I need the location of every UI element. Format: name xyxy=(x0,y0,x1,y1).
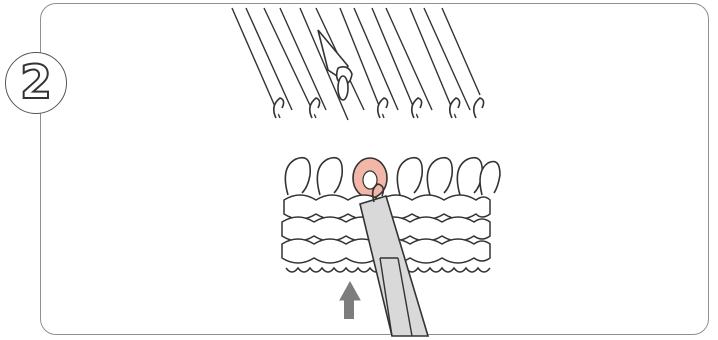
needle-strands xyxy=(232,8,480,120)
step-badge: 2 xyxy=(5,52,67,114)
step-number: 2 xyxy=(20,59,52,105)
top-loops xyxy=(285,158,500,195)
highlighted-stitch xyxy=(353,158,387,198)
needle-hooks xyxy=(274,98,484,118)
up-arrow-icon xyxy=(340,282,360,319)
